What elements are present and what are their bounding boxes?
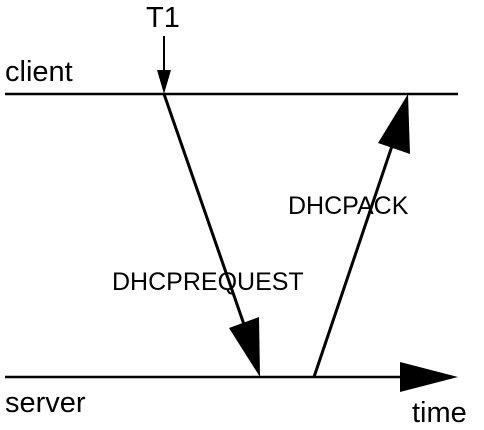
dhcpack-label: DHCPACK xyxy=(288,192,409,220)
ack-arrow-line xyxy=(312,145,394,378)
ack-arrowhead xyxy=(378,94,410,154)
server-label: server xyxy=(5,387,86,419)
t1-marker-arrowhead xyxy=(157,70,171,94)
request-arrowhead xyxy=(229,317,260,377)
time-arrowhead xyxy=(400,362,458,392)
dhcprequest-label: DHCPREQUEST xyxy=(112,268,304,296)
t1-label: T1 xyxy=(146,2,180,34)
time-label: time xyxy=(412,397,467,429)
request-arrow-line xyxy=(162,93,250,337)
client-label: client xyxy=(5,56,73,88)
